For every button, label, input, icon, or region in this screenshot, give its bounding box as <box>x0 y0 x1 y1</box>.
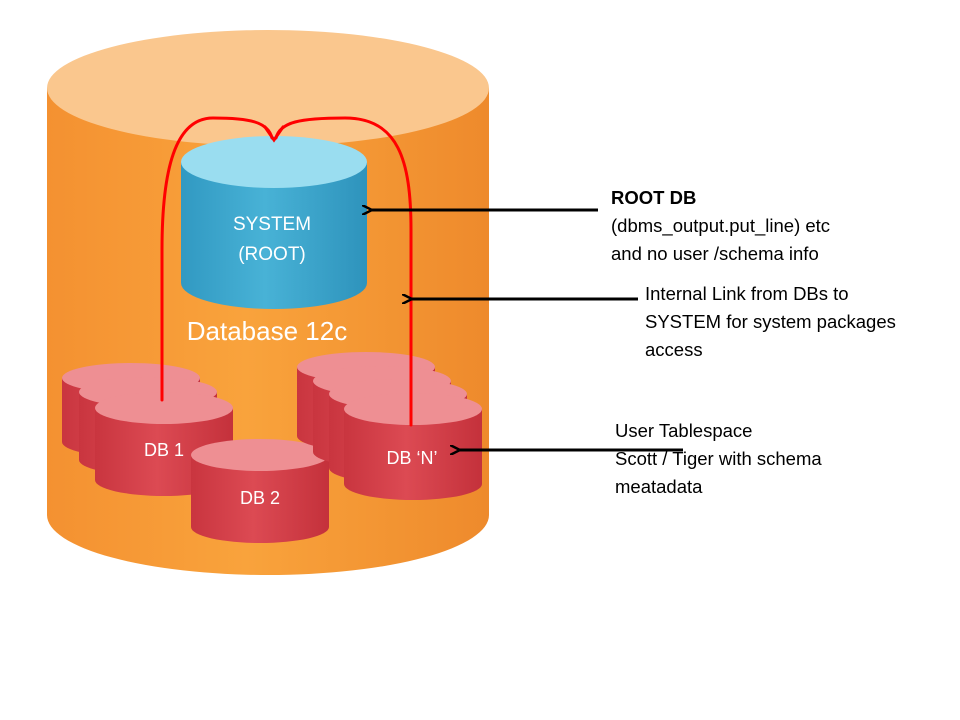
root-system-cylinder: SYSTEM (ROOT) <box>181 136 367 309</box>
user-annotation-line1: User Tablespace <box>615 420 753 441</box>
root-annotation: ROOT DB (dbms_output.put_line) etc and n… <box>611 184 830 268</box>
dbn-stack: DB ‘N’ <box>297 352 482 500</box>
annotation-arrows <box>370 210 683 450</box>
root-annotation-line2: and no user /schema info <box>611 243 819 264</box>
root-label-line1: SYSTEM <box>233 214 311 235</box>
root-label-line2: (ROOT) <box>238 244 306 265</box>
link-annotation: Internal Link from DBs to SYSTEM for sys… <box>645 280 896 364</box>
root-annotation-line1: (dbms_output.put_line) etc <box>611 215 831 236</box>
user-annotation-line3: meatadata <box>615 476 703 497</box>
db2-label: DB 2 <box>240 488 280 508</box>
link-arrowhead-red <box>263 125 285 143</box>
link-annotation-line1: Internal Link from DBs to <box>645 283 849 304</box>
link-line-dbn <box>274 116 413 427</box>
link-annotation-line3: access <box>645 339 703 360</box>
db1-label: DB 1 <box>144 440 184 460</box>
root-annotation-title: ROOT DB <box>611 187 697 208</box>
link-annotation-line2: SYSTEM for system packages <box>645 311 896 332</box>
user-annotation-line2: Scott / Tiger with schema <box>615 448 822 469</box>
dbn-label: DB ‘N’ <box>386 448 437 468</box>
link-line-db1 <box>160 116 274 402</box>
main-database-label: Database 12c <box>187 316 347 346</box>
internal-link-lines <box>160 116 413 427</box>
db2-cylinder: DB 2 <box>191 439 329 543</box>
dbn-cylinder-front <box>344 393 482 500</box>
user-annotation: User Tablespace Scott / Tiger with schem… <box>615 417 822 501</box>
